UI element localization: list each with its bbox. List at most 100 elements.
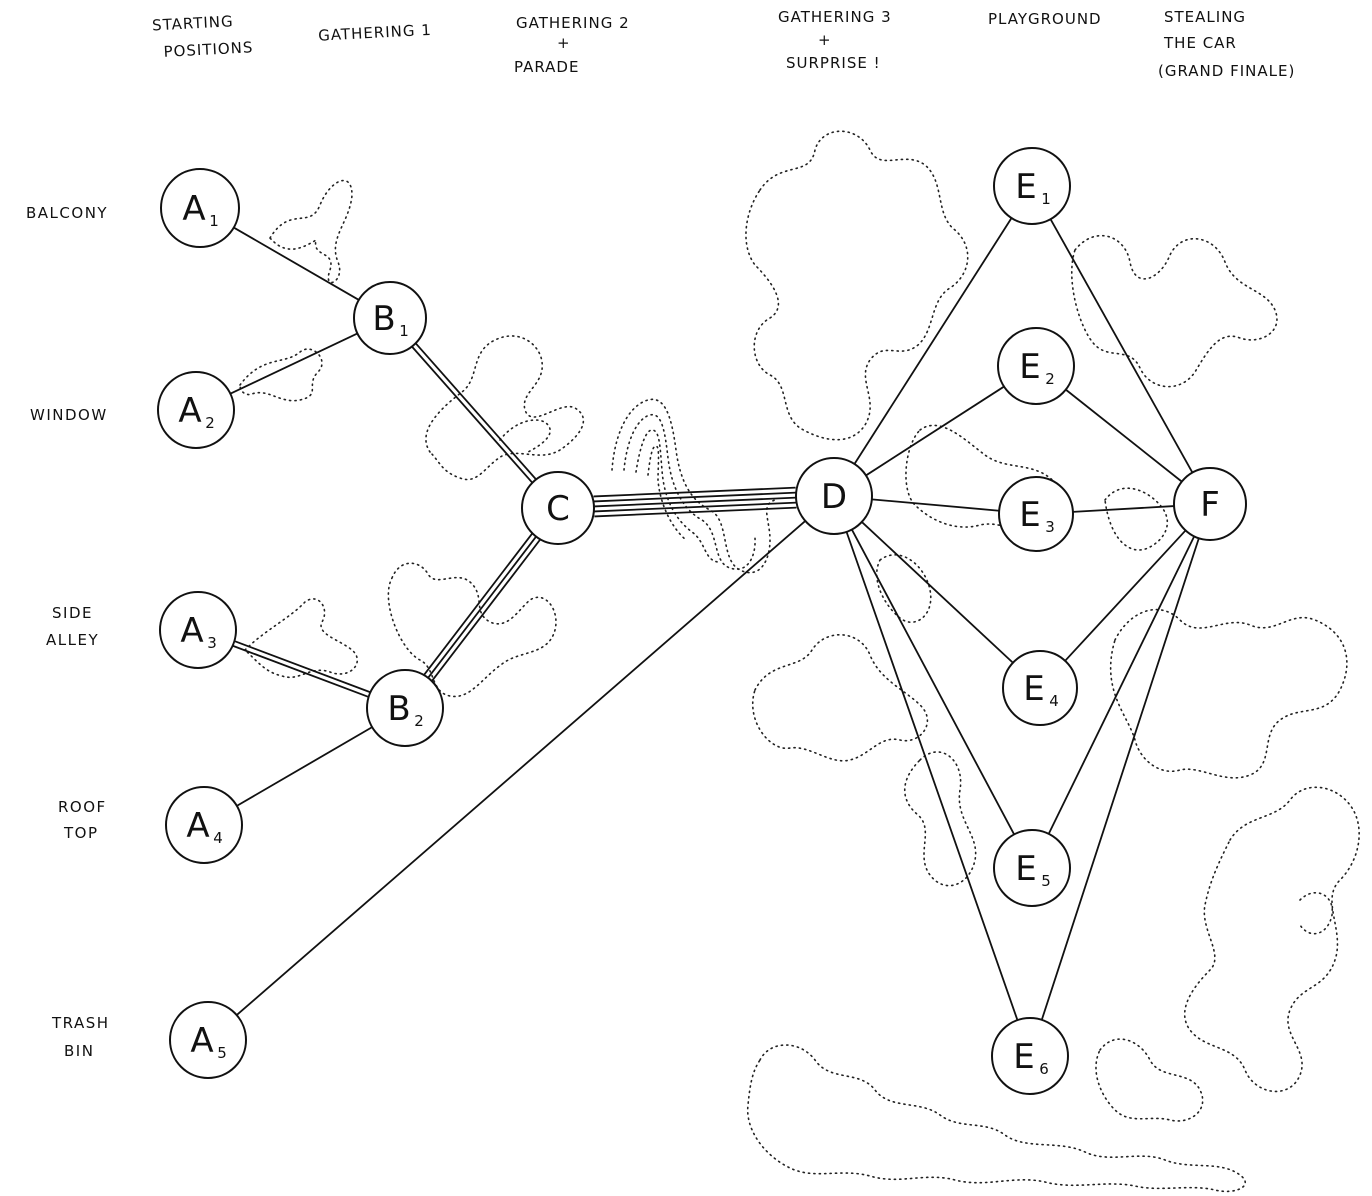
dotted-scribble xyxy=(647,445,687,541)
edge-strand xyxy=(861,521,1014,664)
node-subscript: 5 xyxy=(217,1044,227,1062)
edge-E2-F xyxy=(1065,388,1183,483)
edge-strand xyxy=(1047,535,1195,835)
location-label-line: TRASH xyxy=(51,1014,110,1032)
node-subscript: 1 xyxy=(399,322,409,340)
node-letter: E xyxy=(1013,1037,1034,1077)
edge-B1-C xyxy=(411,342,537,484)
node-circle xyxy=(159,591,237,669)
edge-strand xyxy=(865,385,1005,477)
location-label-side-alley: SIDE ALLEY xyxy=(46,604,99,649)
node-circle xyxy=(366,669,444,747)
node-circle xyxy=(160,168,240,248)
stage-header-gathering1: GATHERING 1 xyxy=(318,21,432,45)
edge-A2-B1 xyxy=(229,332,358,395)
stage-header-stealing: STEALING THE CAR (GRAND FINALE) xyxy=(1158,8,1295,80)
stage-header-line: STARTING xyxy=(152,12,234,34)
edge-strand xyxy=(427,536,537,679)
edge-strand xyxy=(853,217,1013,465)
edge-strand xyxy=(236,520,806,1016)
dotted-scribble xyxy=(1104,487,1169,551)
dotted-scribble xyxy=(387,562,557,698)
dotted-scribble xyxy=(1299,892,1333,935)
node-circle xyxy=(795,457,873,535)
edge-strand xyxy=(234,640,371,694)
location-label-line: BALCONY xyxy=(26,204,108,222)
dotted-scribble xyxy=(269,179,353,284)
location-labels: BALCONY WINDOW SIDE ALLEY ROOF TOP TRASH… xyxy=(26,204,116,1060)
edge-strand xyxy=(411,346,533,484)
dotted-scribble xyxy=(1095,1038,1204,1122)
node-F: F xyxy=(1173,467,1247,541)
stage-header-line: + xyxy=(818,31,832,49)
node-letter: E xyxy=(1019,347,1040,387)
node-circle xyxy=(165,786,243,864)
edge-D-E2 xyxy=(865,385,1005,477)
edge-strand xyxy=(431,539,541,682)
node-letter: A xyxy=(178,391,201,431)
node-letter: F xyxy=(1200,485,1220,525)
node-letter: A xyxy=(190,1021,213,1061)
stage-header-line: PLAYGROUND xyxy=(988,10,1102,28)
edge-D-E6 xyxy=(845,531,1019,1021)
location-label-line: WINDOW xyxy=(30,406,108,424)
dotted-scribble xyxy=(243,598,358,679)
edge-strand xyxy=(1040,537,1200,1021)
node-circle xyxy=(997,327,1075,405)
edge-A4-B2 xyxy=(236,726,373,807)
stage-header-line: POSITIONS xyxy=(163,38,254,61)
location-label-line: TOP xyxy=(63,824,99,842)
edge-strand xyxy=(232,644,369,698)
edge-D-E5 xyxy=(851,529,1015,835)
edge-strand xyxy=(871,498,1000,512)
node-subscript: 3 xyxy=(1045,518,1055,536)
node-D: D xyxy=(795,457,873,535)
location-label-line: SIDE xyxy=(52,604,93,622)
edge-strand xyxy=(1064,529,1187,662)
node-subscript: 2 xyxy=(1045,370,1055,388)
node-subscript: 2 xyxy=(414,712,424,730)
stage-header-starting: STARTING POSITIONS xyxy=(152,11,254,61)
stage-header-line: PARADE xyxy=(514,58,579,76)
stage-header-line: GATHERING 2 xyxy=(516,14,630,32)
edge-A5-D xyxy=(236,520,806,1016)
stage-header-line: (GRAND FINALE) xyxy=(1158,62,1295,80)
node-letter: E xyxy=(1019,495,1040,535)
node-circle xyxy=(169,1001,247,1079)
stage-header-playground: PLAYGROUND xyxy=(988,10,1102,28)
edge-E5-F xyxy=(1047,535,1195,835)
node-circle xyxy=(1173,467,1247,541)
edge-strand xyxy=(233,226,360,301)
node-circle xyxy=(157,371,235,449)
node-subscript: 1 xyxy=(209,212,219,230)
node-circle xyxy=(993,829,1071,907)
edge-strand xyxy=(1049,218,1194,474)
dotted-scribble xyxy=(746,1044,1247,1193)
node-circle xyxy=(993,147,1071,225)
dotted-scribble xyxy=(1109,608,1348,779)
node-letter: D xyxy=(821,477,847,517)
node-circle xyxy=(521,471,595,545)
location-label-balcony: BALCONY xyxy=(26,204,108,222)
edge-strand xyxy=(415,342,537,480)
node-subscript: 2 xyxy=(205,414,215,432)
location-label-trash-bin: TRASH BIN xyxy=(51,1014,116,1060)
stage-header-gathering3: GATHERING 3 + SURPRISE ! xyxy=(778,8,897,72)
edge-strand xyxy=(845,531,1019,1021)
edge-strand xyxy=(229,332,358,395)
node-circle xyxy=(991,1017,1069,1095)
stage-header-line: STEALING xyxy=(1164,8,1246,26)
node-circle xyxy=(353,281,427,355)
edge-strand xyxy=(593,486,796,498)
